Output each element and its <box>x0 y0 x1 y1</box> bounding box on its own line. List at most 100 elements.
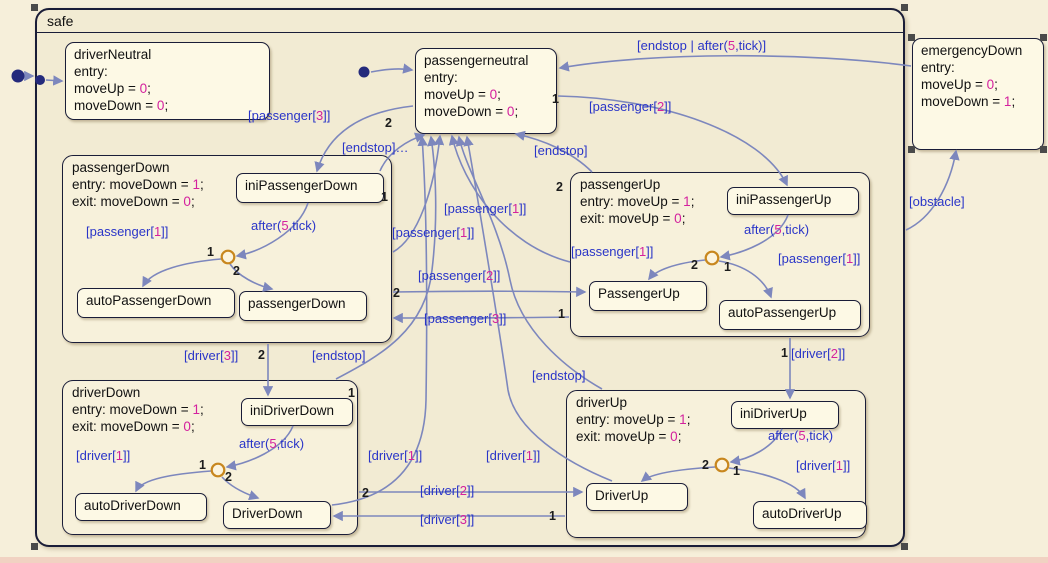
state-iniDriverUp[interactable]: iniDriverUp <box>731 401 839 429</box>
selection-handle[interactable] <box>901 4 908 11</box>
transition-label[interactable]: [endstop] <box>534 143 588 158</box>
selection-handle[interactable] <box>1040 34 1047 41</box>
state-iniPassengerUp[interactable]: iniPassengerUp <box>727 187 859 215</box>
transition-label[interactable]: [passenger[1]] <box>571 244 653 259</box>
transition-label[interactable]: [passenger[2]] <box>418 268 500 283</box>
transition-label[interactable]: [endstop] <box>312 348 366 363</box>
state-driverNeutral[interactable]: driverNeutral entry: moveUp = 0; moveDow… <box>65 42 270 120</box>
action-value: 1 <box>192 177 200 192</box>
state-autoPassengerUp[interactable]: autoPassengerUp <box>719 300 861 330</box>
label-text: [passenger[ <box>589 99 657 114</box>
state-passengerDown-sub[interactable]: passengerDown <box>239 291 367 321</box>
label-text: ]] <box>161 224 169 239</box>
transition-label[interactable]: [passenger[1]] <box>444 201 526 216</box>
label-text: [driver[ <box>486 448 526 463</box>
transition-label[interactable]: [endstop | after(5,tick)] <box>637 38 766 53</box>
transition-label[interactable]: [endstop] <box>532 368 586 383</box>
state-driverDown[interactable]: driverDown entry: moveDown = 1; exit: mo… <box>62 380 358 535</box>
label-text: ]] <box>467 225 475 240</box>
state-title: autoPassengerDown <box>86 293 212 308</box>
transition-label[interactable]: [obstacle] <box>909 194 965 209</box>
label-literal: 1 <box>115 448 123 463</box>
transition-label[interactable]: [driver[3]] <box>420 512 474 527</box>
transition-label[interactable]: [endstop]… <box>342 140 409 155</box>
action-text: ; <box>199 402 204 417</box>
action-value: 1 <box>1003 94 1012 109</box>
state-driverUp[interactable]: driverUp entry: moveUp = 1; exit: moveUp… <box>566 390 867 538</box>
selection-handle[interactable] <box>1040 146 1047 153</box>
state-title: driverNeutral <box>74 47 152 62</box>
transition-label[interactable]: [passenger[1]] <box>86 224 168 239</box>
action-text: moveUp = <box>424 87 490 102</box>
state-DriverUp-sub[interactable]: DriverUp <box>586 483 688 511</box>
state-passengerDown[interactable]: passengerDown entry: moveDown = 1; exit:… <box>62 155 392 343</box>
state-title: PassengerUp <box>598 286 680 301</box>
transition-label[interactable]: after(5,tick) <box>744 222 809 237</box>
label-text: ,tick) <box>781 222 810 237</box>
label-text: [driver[ <box>420 483 460 498</box>
state-iniDriverDown[interactable]: iniDriverDown <box>241 398 353 426</box>
label-literal: 3 <box>315 108 324 123</box>
transition-label[interactable]: [driver[1]] <box>76 448 130 463</box>
state-passengerneutral[interactable]: passengerneutral entry: moveUp = 0; move… <box>415 48 557 134</box>
state-title: DriverUp <box>595 488 649 503</box>
action-text: moveDown = <box>424 104 507 119</box>
label-literal: 3 <box>223 348 231 363</box>
transition-order-number: 1 <box>558 307 565 321</box>
label-text: ]] <box>122 448 131 463</box>
selection-handle[interactable] <box>31 4 38 11</box>
state-DriverDown-sub[interactable]: DriverDown <box>223 501 331 529</box>
label-literal: 5 <box>281 218 289 233</box>
label-literal: 1 <box>835 458 843 473</box>
action-value: 0 <box>139 81 148 96</box>
label-text: [passenger[ <box>86 224 154 239</box>
selection-handle[interactable] <box>908 34 915 41</box>
label-text: [passenger[ <box>444 201 512 216</box>
label-text: ]] <box>414 448 423 463</box>
label-text: [passenger[ <box>571 244 639 259</box>
transition-label[interactable]: [passenger[2]] <box>589 99 671 114</box>
label-text: [driver[ <box>368 448 408 463</box>
default-dot-safe[interactable] <box>11 69 25 83</box>
action-value: 0 <box>156 98 165 113</box>
label-text: after( <box>251 218 282 233</box>
transition-label[interactable]: [driver[1]] <box>368 448 422 463</box>
transition-label[interactable]: after(5,tick) <box>251 218 316 233</box>
action-text: ; <box>147 81 151 96</box>
label-literal: 2 <box>485 268 494 283</box>
transition-label[interactable]: after(5,tick) <box>239 436 304 451</box>
transition-label[interactable]: [driver[3]] <box>184 348 238 363</box>
label-text: ]] <box>853 251 861 266</box>
transition-safe-to-emergencyDown[interactable] <box>905 149 960 231</box>
label-text: [passenger[ <box>424 311 492 326</box>
transition-label[interactable]: after(5,tick) <box>768 428 833 443</box>
transition-label[interactable]: [passenger[1]] <box>778 251 860 266</box>
state-autoDriverDown[interactable]: autoDriverDown <box>75 493 207 521</box>
transition-label[interactable]: [driver[2]] <box>791 346 845 361</box>
action-text: ; <box>190 419 195 434</box>
label-literal: 2 <box>830 346 838 361</box>
state-title: passengerDown <box>248 296 346 311</box>
transition-label[interactable]: [driver[2]] <box>420 483 474 498</box>
transition-label[interactable]: [passenger[3]] <box>424 311 506 326</box>
state-autoDriverUp[interactable]: autoDriverUp <box>753 501 867 529</box>
state-autoPassengerDown[interactable]: autoPassengerDown <box>77 288 235 318</box>
label-literal: 3 <box>459 512 467 527</box>
transition-label[interactable]: [driver[1]] <box>486 448 540 463</box>
selection-handle[interactable] <box>31 543 38 550</box>
transition-label[interactable]: [driver[1]] <box>796 458 850 473</box>
transition-label[interactable]: [passenger[1]] <box>392 225 474 240</box>
transition-order-number: 1 <box>781 346 788 360</box>
label-text: [driver[ <box>76 448 116 463</box>
state-PassengerUp-sub[interactable]: PassengerUp <box>589 281 707 311</box>
state-iniPassengerDown[interactable]: iniPassengerDown <box>236 173 384 203</box>
label-text: ]] <box>842 458 851 473</box>
selection-handle[interactable] <box>901 543 908 550</box>
selection-handle[interactable] <box>908 146 915 153</box>
action-text: ; <box>514 104 519 119</box>
transition-label[interactable]: [passenger[3]] <box>248 108 330 123</box>
label-literal: 1 <box>511 201 520 216</box>
state-title: emergencyDown <box>921 43 1023 58</box>
state-emergencyDown[interactable]: emergencyDown entry: moveUp = 0; moveDow… <box>912 38 1044 150</box>
